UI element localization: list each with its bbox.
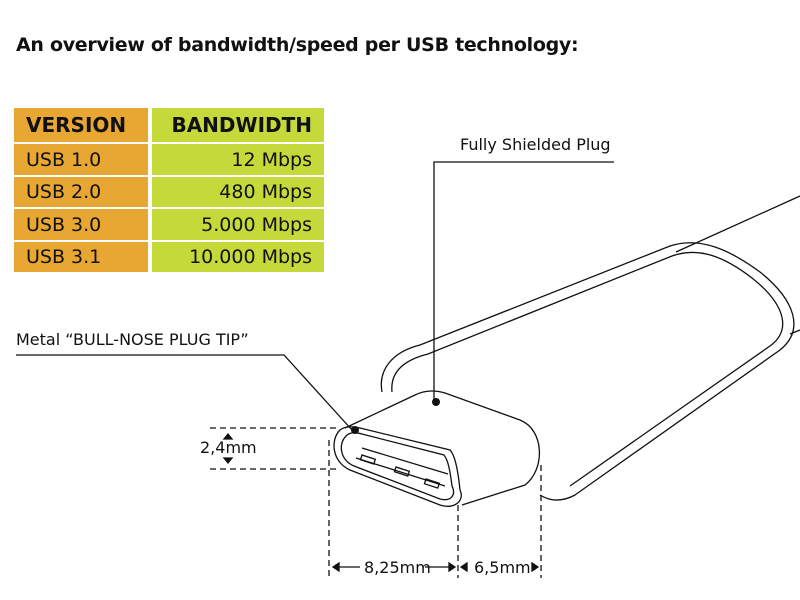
leader-shielded [433, 161, 614, 402]
version-cell: USB 3.0 [14, 209, 148, 240]
header-bandwidth: BANDWIDTH [152, 108, 324, 142]
plug-housing [380, 242, 795, 501]
bandwidth-cell: 480 Mbps [152, 177, 324, 207]
dimension-width: 8,25mm [364, 558, 431, 577]
version-cell: USB 2.0 [14, 177, 148, 207]
header-version: VERSION [14, 108, 148, 142]
page-title: An overview of bandwidth/speed per USB t… [16, 34, 579, 56]
bandwidth-cell: 5.000 Mbps [152, 209, 324, 240]
bandwidth-cell: 10.000 Mbps [152, 242, 324, 272]
label-bull-nose-tip: Metal “BULL-NOSE PLUG TIP” [16, 330, 249, 349]
plug-tip [344, 390, 541, 506]
version-cell: USB 3.1 [14, 242, 148, 272]
leader-tip [16, 354, 353, 431]
bandwidth-cell: 12 Mbps [152, 144, 324, 175]
version-cell: USB 1.0 [14, 144, 148, 175]
dimension-height: 2,4mm [200, 438, 257, 457]
label-fully-shielded-plug: Fully Shielded Plug [460, 135, 611, 154]
dimension-depth: 6,5mm [474, 558, 531, 577]
